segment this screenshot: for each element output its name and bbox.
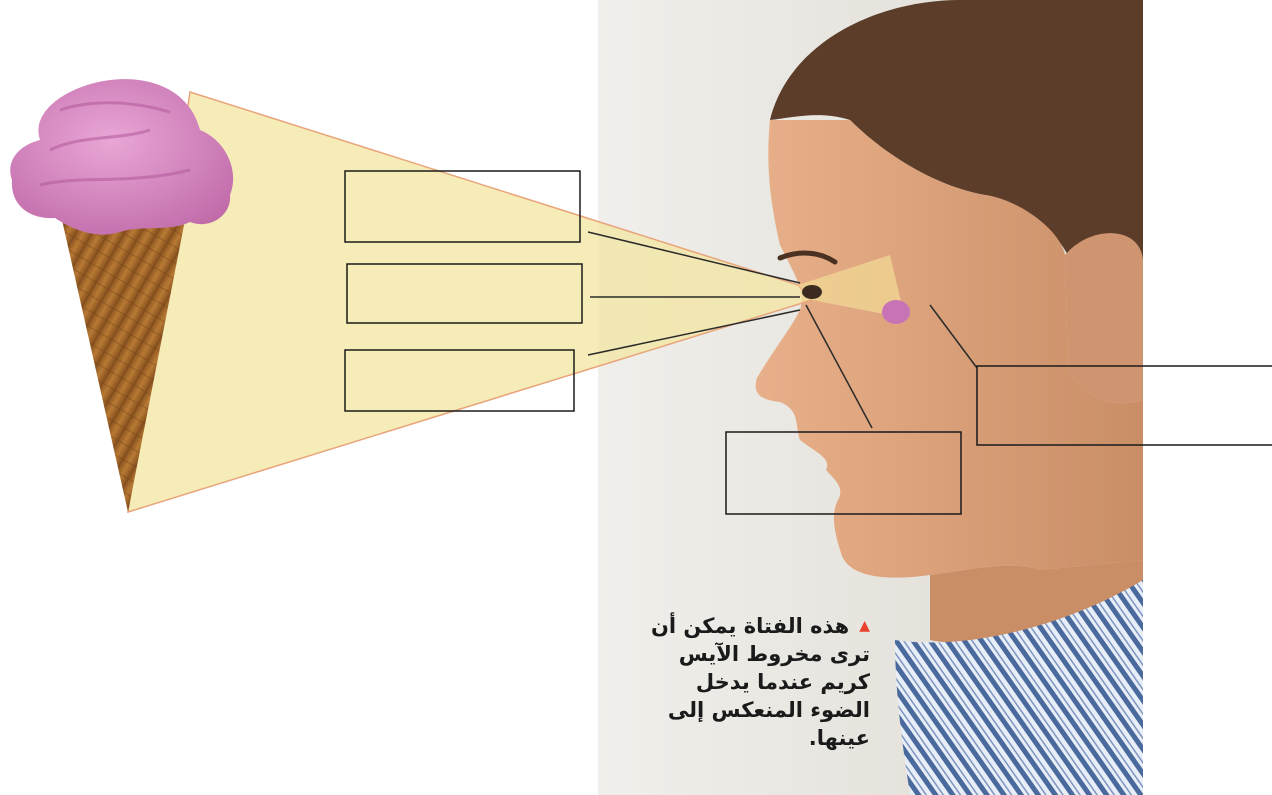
eye <box>802 285 822 299</box>
caption: ▲هذه الفتاة يمكن أن ترى مخروط الآيس كريم… <box>612 612 870 752</box>
caption-line-1: ▲هذه الفتاة يمكن أن <box>612 612 870 640</box>
retina-ice-cream-image <box>882 300 910 324</box>
ear <box>1065 233 1143 403</box>
caption-marker-icon: ▲ <box>859 618 870 634</box>
caption-line-3: كريم عندما يدخل <box>612 668 870 696</box>
caption-line-4: الضوء المنعكس إلى <box>612 696 870 724</box>
caption-line-5: عينها. <box>612 724 870 752</box>
caption-line-2: ترى مخروط الآيس <box>612 640 870 668</box>
